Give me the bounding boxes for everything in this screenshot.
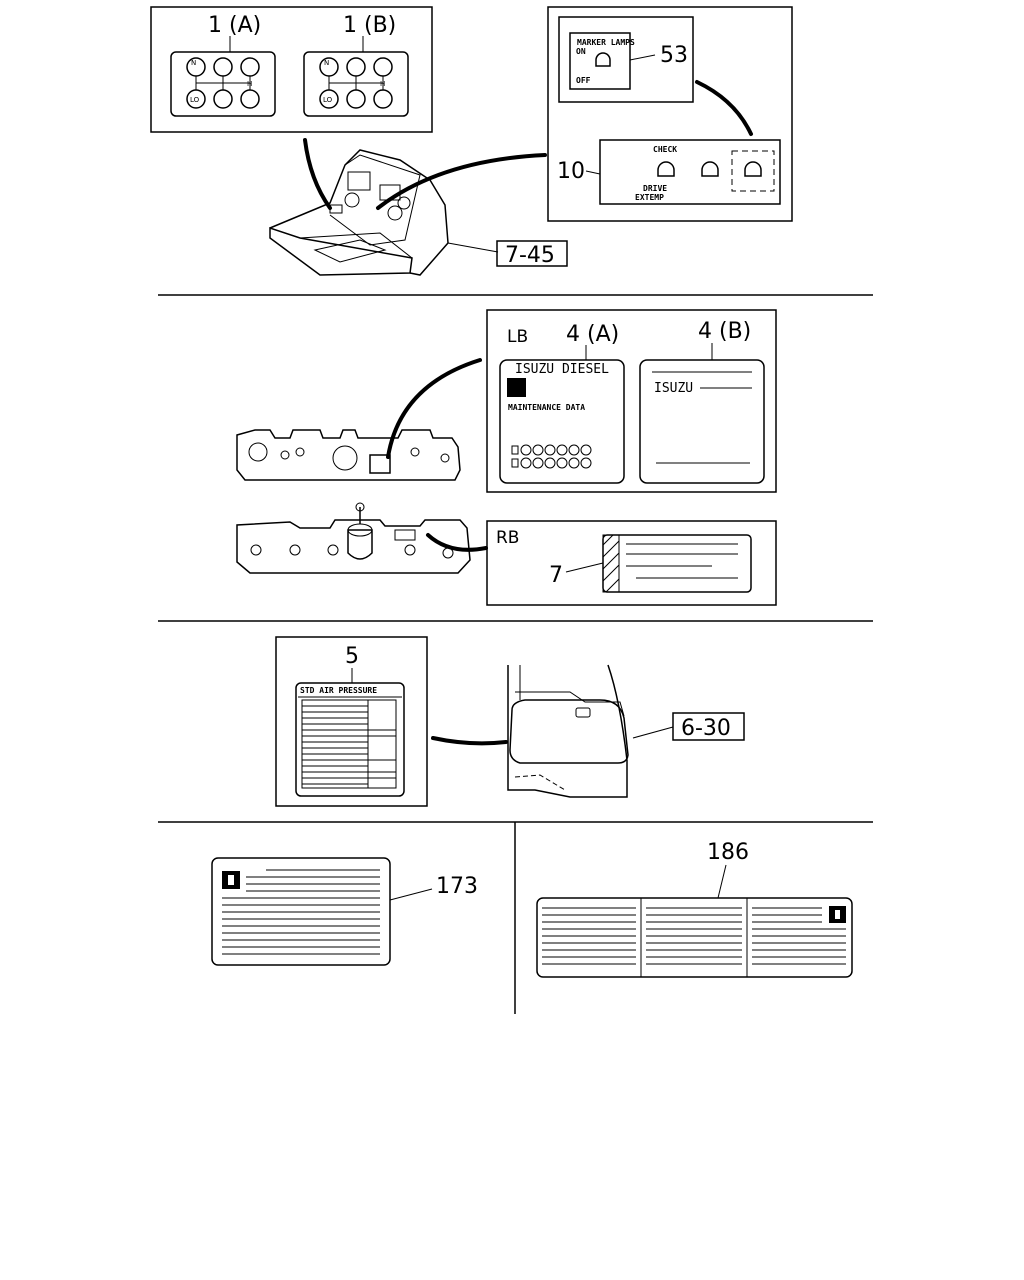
callout-186: 186	[707, 840, 749, 865]
check-label: CHECK	[653, 145, 677, 154]
isuzu-logo-icon	[507, 378, 526, 397]
callout-173: 173	[436, 874, 478, 899]
callout-53: 53	[660, 43, 688, 68]
dashboard-console: 7-45	[269, 138, 568, 276]
extemp-label: EXTEMP	[635, 193, 664, 202]
rb-label: RB	[496, 528, 519, 548]
shift-pattern-panel: 1 (A) 1 (B) N H LO N H LO	[150, 6, 433, 133]
plate-186-lines	[542, 907, 846, 965]
shift-n-a: N	[191, 59, 196, 67]
marker-lamps-title: MARKER LAMPS	[577, 38, 635, 47]
shift-plate-b: N H LO	[303, 51, 409, 117]
callout-7-45: 7-45	[505, 243, 555, 268]
callout-7: 7	[549, 563, 563, 588]
marker-on: ON	[576, 47, 586, 56]
marker-off: OFF	[576, 76, 591, 85]
callout-4b: 4 (B)	[698, 319, 751, 344]
maintenance-data: MAINTENANCE DATA	[508, 403, 585, 412]
engine-cover-lb	[236, 358, 482, 481]
shift-h-b: H	[380, 80, 385, 88]
callout-5: 5	[345, 644, 359, 669]
isuzu-diesel: ISUZU DIESEL	[515, 362, 609, 377]
shift-n-b: N	[324, 59, 329, 67]
rb-panel: RB 7	[486, 520, 777, 606]
callout-4a: 4 (A)	[566, 322, 619, 347]
callout-6-30: 6-30	[681, 716, 731, 741]
isuzu-label: ISUZU	[654, 381, 693, 396]
callout-1b: 1 (B)	[343, 13, 396, 38]
air-pressure-panel: 5 STD AIR PRESSURE	[275, 636, 428, 807]
lb-panel: LB 4 (A) 4 (B) ISUZU DIESEL MAINTENANCE …	[486, 309, 777, 493]
callout-1a: 1 (A)	[208, 13, 261, 38]
plate-186: 186	[536, 840, 853, 978]
shift-lo-a: LO	[190, 96, 200, 104]
callout-10: 10	[557, 159, 585, 184]
shift-lo-b: LO	[323, 96, 333, 104]
lamp-panel: MARKER LAMPS ON OFF 53 CHECK DRIVE EXTEM…	[547, 6, 793, 222]
drive-label: DRIVE	[643, 184, 667, 193]
door-diagram: 6-30	[431, 664, 745, 798]
maintenance-grid	[511, 444, 592, 469]
plate-173: 173	[211, 857, 478, 966]
shift-h-a: H	[247, 80, 252, 88]
std-air-pressure: STD AIR PRESSURE	[300, 686, 377, 695]
engine-cover-rb	[236, 502, 488, 574]
lb-label: LB	[507, 327, 528, 347]
shift-plate-a: N H LO	[170, 51, 276, 117]
air-pressure-table	[301, 699, 397, 789]
